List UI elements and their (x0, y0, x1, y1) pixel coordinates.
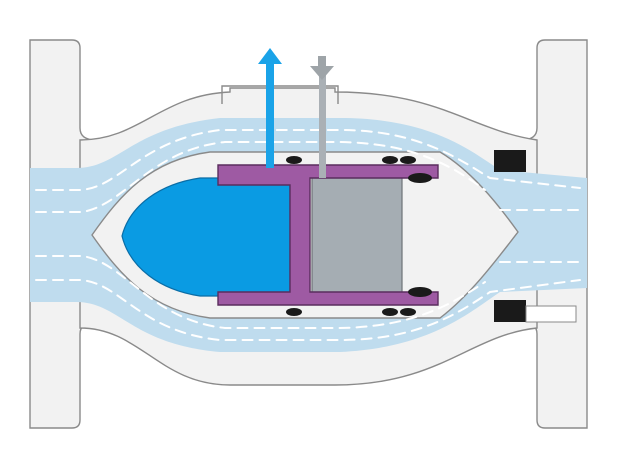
inlet-pipe (319, 72, 326, 178)
outlet-pipe (266, 72, 274, 168)
cylinder (311, 175, 403, 301)
piston (217, 164, 439, 306)
seal-8 (400, 308, 416, 316)
outlet-arrow-icon (258, 48, 282, 76)
seat-ring-bottom (494, 300, 526, 322)
seal-1 (286, 156, 302, 164)
seal-4 (408, 173, 432, 183)
inlet-arrow-icon (310, 56, 334, 80)
seal-6 (286, 308, 302, 316)
seals (286, 156, 432, 316)
right-gasket (525, 305, 577, 323)
top-boss (221, 85, 339, 104)
flow-dashes (35, 129, 581, 341)
seal-5 (408, 287, 432, 297)
seat-ring-top (494, 150, 526, 172)
seal-3 (400, 156, 416, 164)
seal-7 (382, 308, 398, 316)
seal-2 (382, 156, 398, 164)
